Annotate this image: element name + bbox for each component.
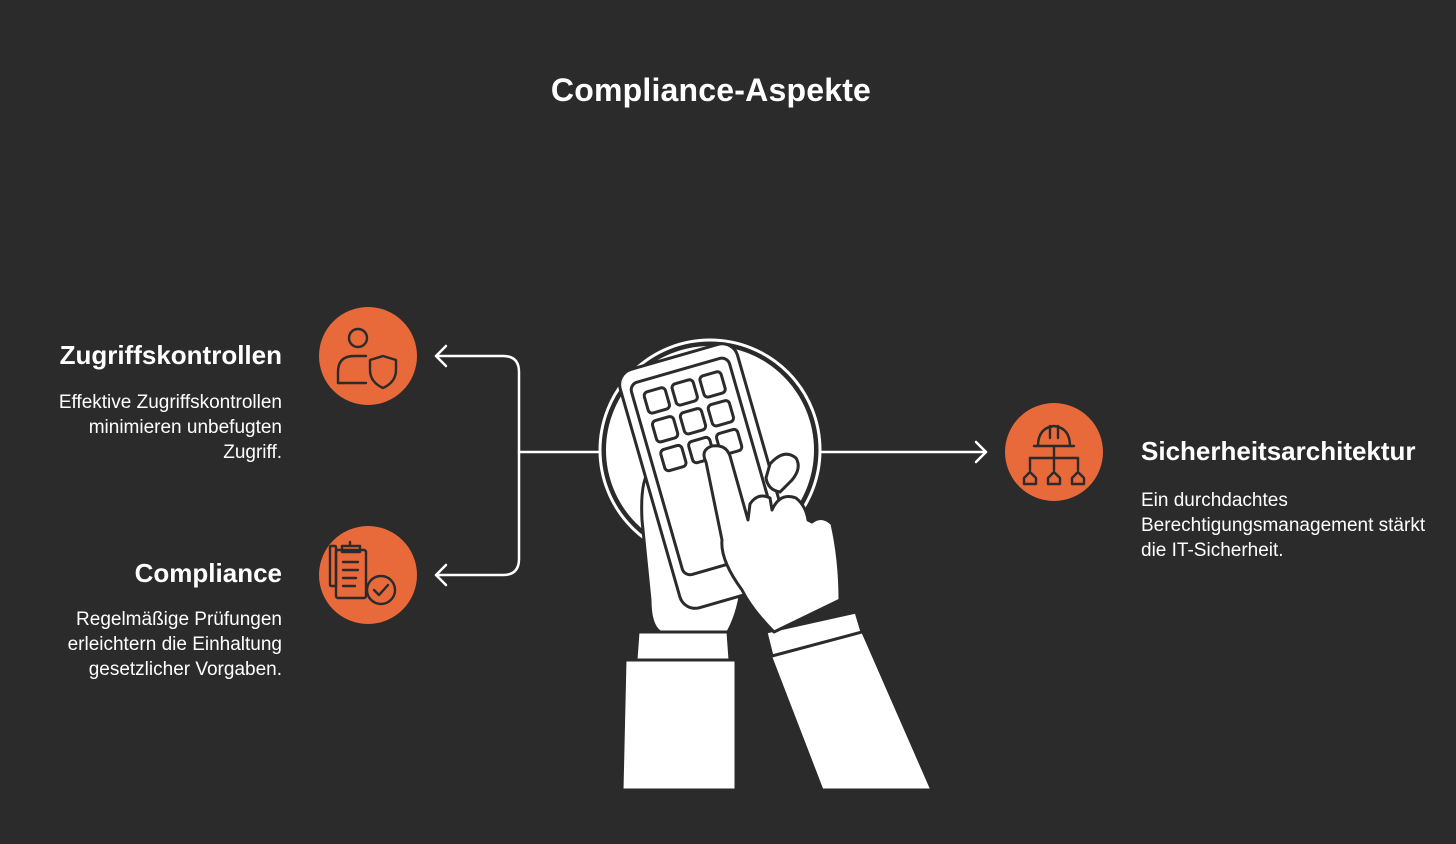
node-heading-sicherheitsarchitektur: Sicherheitsarchitektur [1141,436,1416,466]
connector-lines [434,344,988,587]
arrowhead-sicherheitsarchitektur [974,440,988,464]
node-heading-zugriffskontrollen: Zugriffskontrollen [59,340,282,370]
hardhat-hierarchy-icon [1005,403,1103,501]
node-description-zugriffskontrollen: Effektive Zugriffskontrollen minimieren … [58,392,282,463]
clipboard-check-icon [319,526,417,624]
connector-to-zugriffskontrollen [434,354,600,454]
page-title: Compliance-Aspekte [550,72,872,108]
hands-keypad-icon [598,338,935,792]
node-heading-compliance: Compliance [134,558,282,588]
node-description-sicherheitsarchitektur: Ein durchdachtes Berechtigungsmanagement… [1141,490,1426,561]
connector-to-compliance [434,450,521,577]
arrowhead-zugriffskontrollen [434,344,448,368]
user-shield-icon [319,307,417,405]
arrowhead-compliance [434,563,448,587]
node-description-compliance: Regelmäßige Prüfungen erleichtern die Ei… [67,609,282,680]
